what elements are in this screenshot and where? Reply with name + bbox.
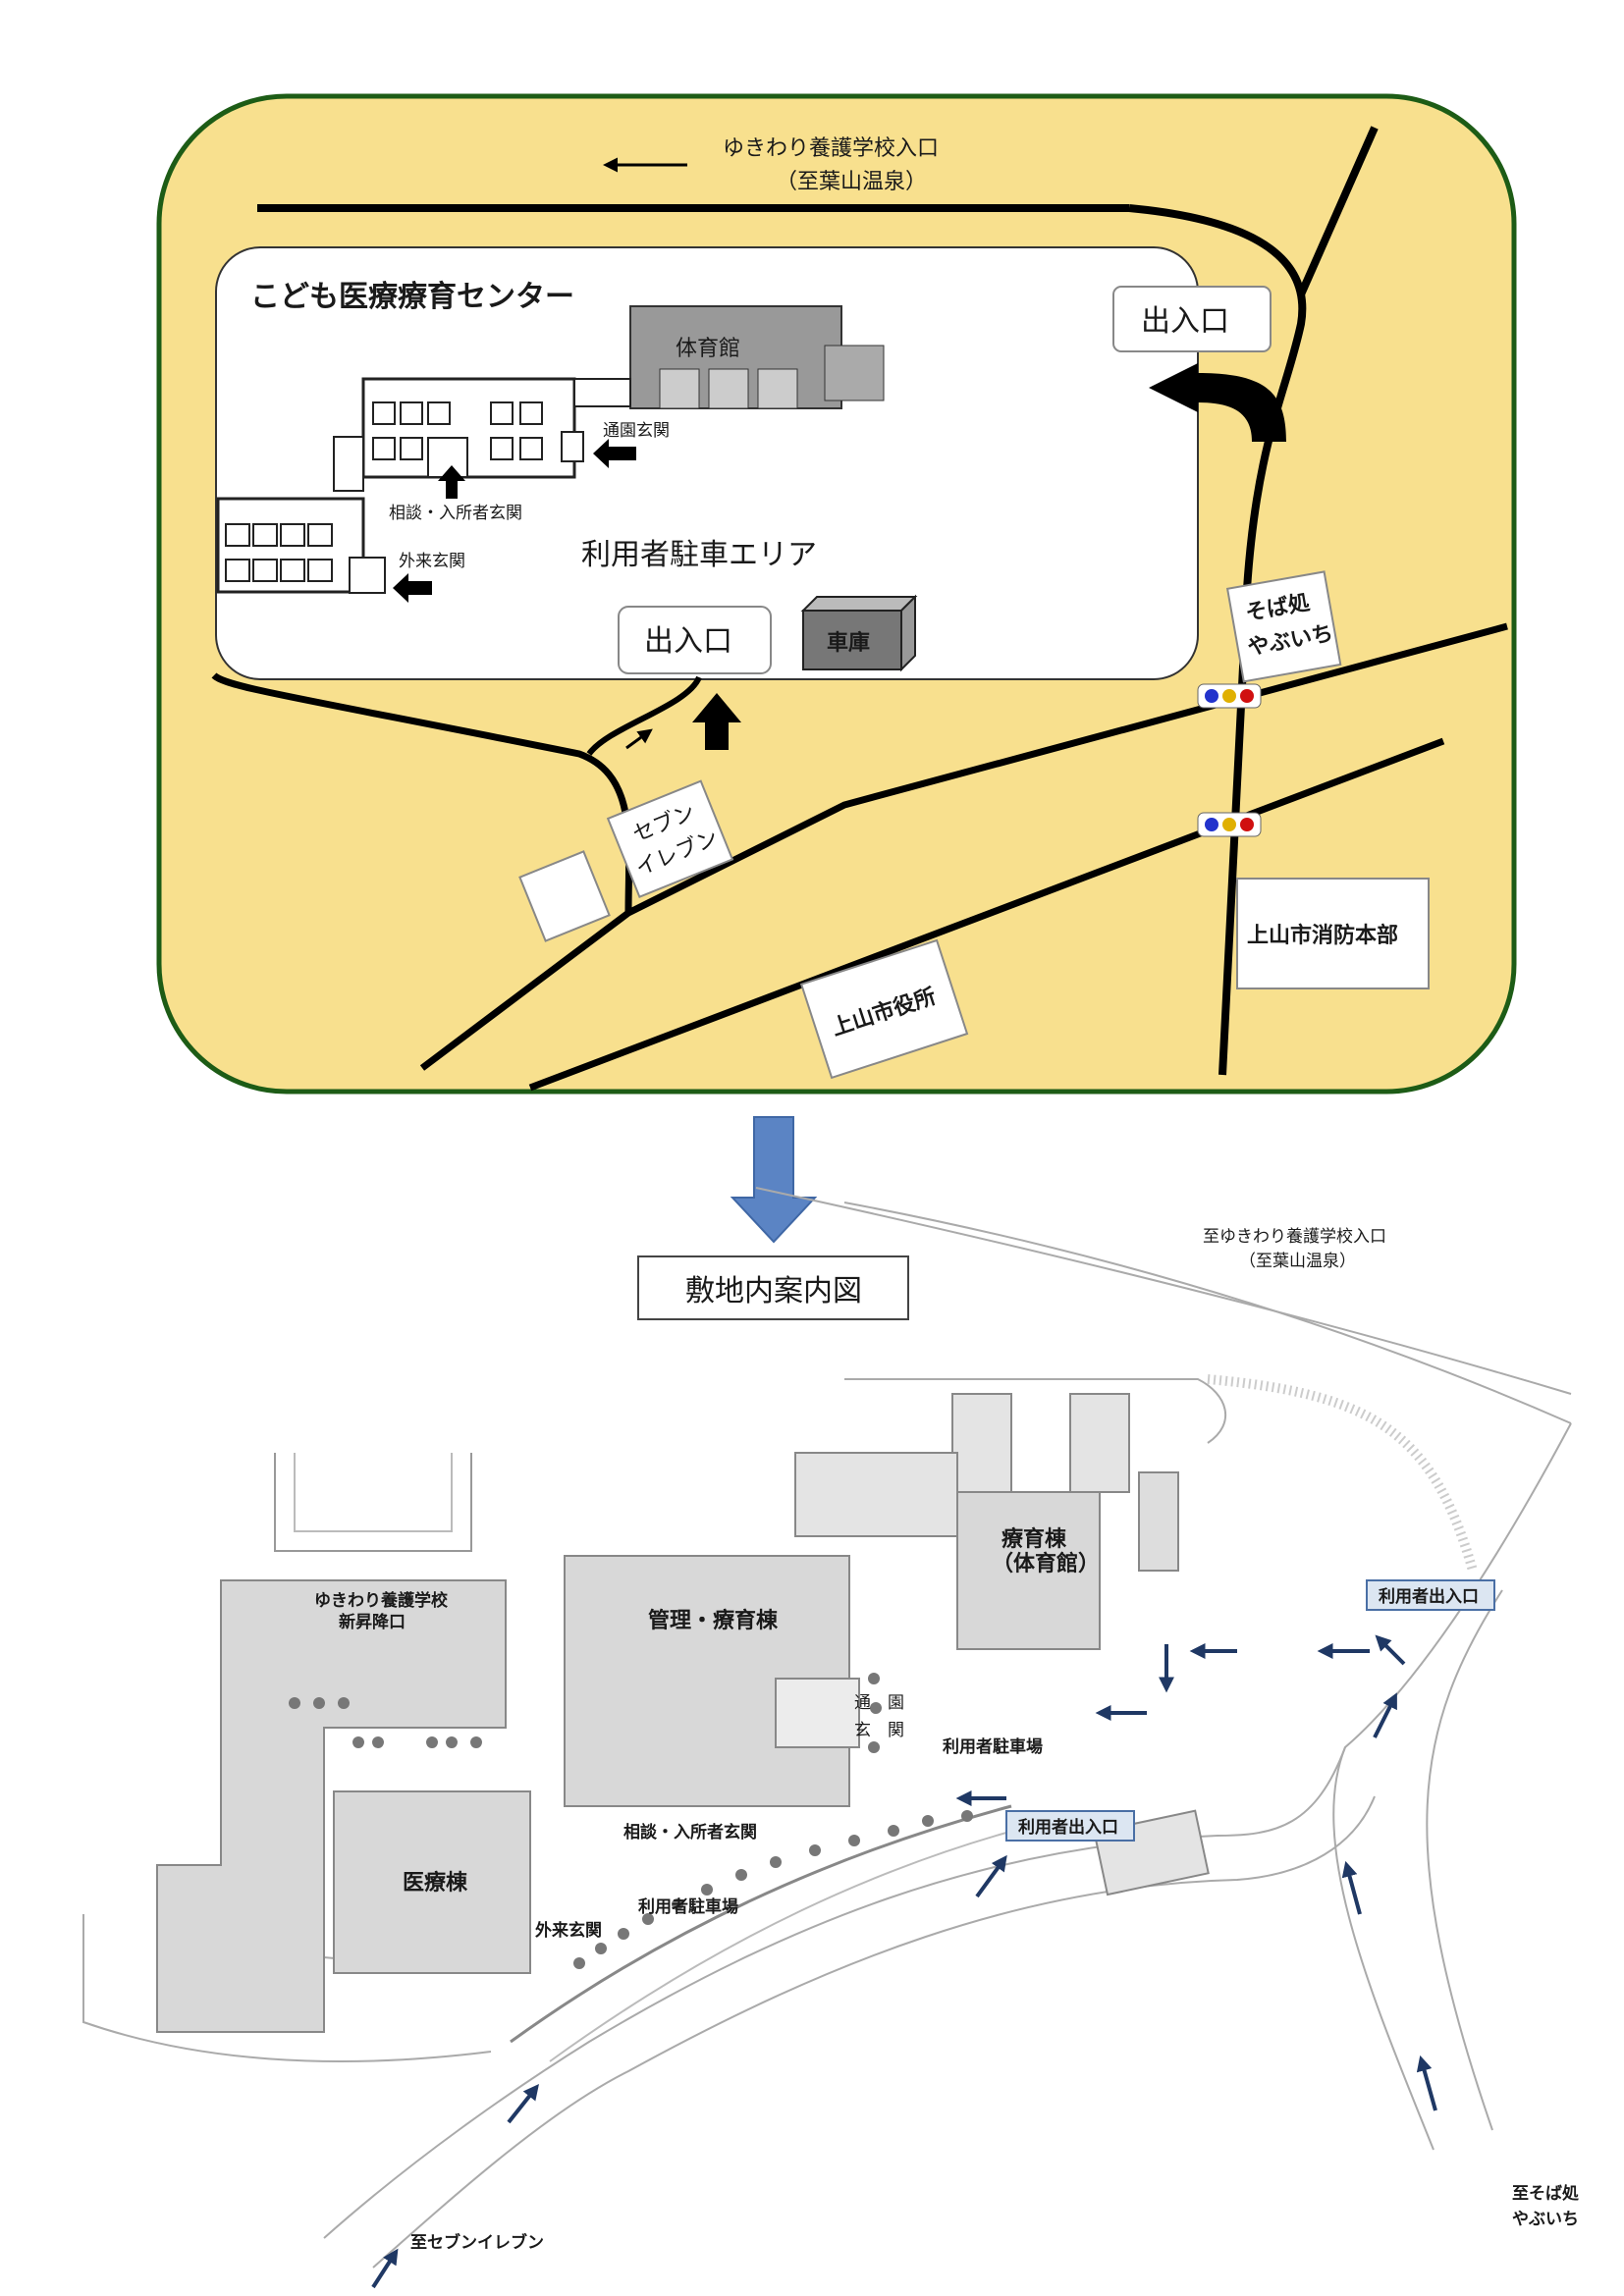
therapy-corridor <box>794 1452 958 1537</box>
consult-entrance-arrow-icon <box>438 465 465 499</box>
consult-entrance-label: 相談・入所者玄関 <box>389 504 522 523</box>
school-entrance-label: 通園玄関 <box>603 421 670 441</box>
direction-arrow-icon <box>507 2083 539 2124</box>
therapy-building <box>956 1491 1101 1650</box>
school-entrance-v3: 園 <box>888 1693 904 1713</box>
overview-map: ゆきわり養護学校入口 （至葉山温泉） こども医療療育センター 体育館 <box>156 93 1517 1095</box>
therapy-label-1: 療育棟 <box>1001 1526 1067 1552</box>
road-top-curve <box>1128 204 1307 1076</box>
site-road-lower <box>323 1746 1346 2239</box>
user-entrance-box-2 <box>1005 1810 1135 1842</box>
site-left-boundary <box>82 1914 492 2062</box>
road-diagonal-1 <box>419 622 1508 1071</box>
direction-arrow-icon <box>975 1854 1007 1898</box>
exit-right-box <box>1112 286 1272 352</box>
parking-label-2: 利用者駐車場 <box>638 1896 738 1917</box>
site-plan-title-box <box>637 1255 909 1320</box>
garage-label: 車庫 <box>827 630 870 656</box>
to-school-label-1: 至ゆきわり養護学校入口 <box>1203 1227 1386 1247</box>
to-seven-label: 至セブンイレブン <box>410 2232 544 2253</box>
gym-building: 体育館 <box>629 305 885 409</box>
site-road-right <box>1332 1422 1572 2151</box>
main-building <box>333 377 631 492</box>
seven-eleven: セブン イレブン <box>606 779 734 898</box>
facility-name: こども医療療育センター <box>250 280 574 314</box>
to-school-label-2: （至葉山温泉） <box>1239 1252 1356 1271</box>
site-plan: 敷地内案内図 ゆきわり養護学校 新昇降口 管理・療育棟 医療棟 療育棟 （体育館… <box>82 1187 1579 2289</box>
unnamed-building <box>518 850 611 942</box>
direction-arrow-icon <box>1375 1634 1406 1666</box>
site-road-lower <box>372 1795 1376 2269</box>
driveway <box>586 675 702 756</box>
exit-bottom-box <box>618 606 772 674</box>
tree-row <box>289 1673 973 1969</box>
user-entrance-box-1 <box>1366 1579 1495 1611</box>
exit-right-arrow-icon <box>1149 363 1286 442</box>
admin-annex <box>775 1678 860 1748</box>
school-entrance-v1: 通 <box>854 1693 871 1713</box>
site-road-upper <box>844 1378 1226 1444</box>
soba-shop: そば処 やぶいち <box>1225 570 1342 683</box>
direction-arrow-icon <box>371 2248 399 2289</box>
user-entrance-label-1: 利用者出入口 <box>1379 1586 1479 1607</box>
to-soba-label-2: やぶいち <box>1512 2210 1579 2229</box>
site-road-outline <box>755 1187 1572 1395</box>
site-hedge <box>1207 1374 1478 1573</box>
facility-grounds <box>215 246 1199 680</box>
fire-dept-box <box>1236 878 1430 989</box>
medical-building <box>333 1790 531 1974</box>
site-parking-edge <box>510 1804 1012 2044</box>
therapy-wings <box>951 1393 1130 1493</box>
road-top-right <box>1297 126 1379 296</box>
parking-label-1: 利用者駐車場 <box>943 1736 1043 1757</box>
school-building <box>156 1579 507 2033</box>
down-arrow-icon <box>730 1116 818 1244</box>
site-plan-title: 敷地内案内図 <box>685 1274 862 1308</box>
medical-label: 医療棟 <box>403 1870 468 1896</box>
city-hall: 上山市役所 <box>799 938 969 1080</box>
outpatient-building <box>216 497 386 594</box>
gym-label: 体育館 <box>676 337 740 361</box>
user-entrance-label-2: 利用者出入口 <box>1018 1817 1118 1838</box>
school-entrance-v4: 関 <box>888 1721 904 1740</box>
small-direction-arrow-icon <box>625 728 653 750</box>
school-entrance-v2: 玄 <box>854 1721 871 1740</box>
therapy-side-block <box>1138 1471 1179 1572</box>
direction-arrow-icon <box>1416 2055 1437 2111</box>
outpatient-entrance-label: 外来玄関 <box>399 552 465 571</box>
outpatient-entrance-label: 外来玄関 <box>535 1920 602 1941</box>
road-diagonal-2 <box>528 737 1445 1092</box>
admin-label: 管理・療育棟 <box>648 1608 779 1633</box>
parking-area-label: 利用者駐車エリア <box>581 538 817 572</box>
road-top-sub-label: （至葉山温泉） <box>776 170 927 194</box>
school-entrance-label-2: 新昇降口 <box>339 1612 406 1632</box>
school-entrance-arrow-icon <box>593 439 636 468</box>
fire-dept-label: 上山市消防本部 <box>1247 923 1398 948</box>
site-upper-court <box>274 1453 472 1552</box>
parking-area-box <box>568 522 852 579</box>
therapy-label-2: （体育館） <box>992 1551 1100 1576</box>
outpatient-entrance-arrow-icon <box>393 573 432 603</box>
site-road-right <box>1426 1589 1503 2131</box>
exit-bottom-arrow-icon <box>692 693 741 750</box>
exit-right-label: 出入口 <box>1141 304 1229 339</box>
exit-bottom-label: 出入口 <box>644 624 732 659</box>
site-parking-edge <box>549 1825 1032 2062</box>
consult-entrance-label: 相談・入所者玄関 <box>623 1822 757 1842</box>
route-arrows <box>371 1634 1437 2289</box>
traffic-light-icon <box>1197 812 1262 837</box>
school-entrance-label-1: ゆきわり養護学校 <box>314 1590 449 1611</box>
site-upper-court <box>294 1453 453 1532</box>
site-road-outline <box>843 1201 1572 1424</box>
direction-arrow-icon <box>1373 1692 1397 1738</box>
traffic-light-icon <box>1197 683 1262 709</box>
to-soba-label-1: 至そば処 <box>1512 2184 1579 2204</box>
direction-arrow-icon <box>1341 1860 1362 1915</box>
garage-building: 車庫 <box>800 594 918 672</box>
road-top-label: ゆきわり養護学校入口 <box>723 136 939 161</box>
